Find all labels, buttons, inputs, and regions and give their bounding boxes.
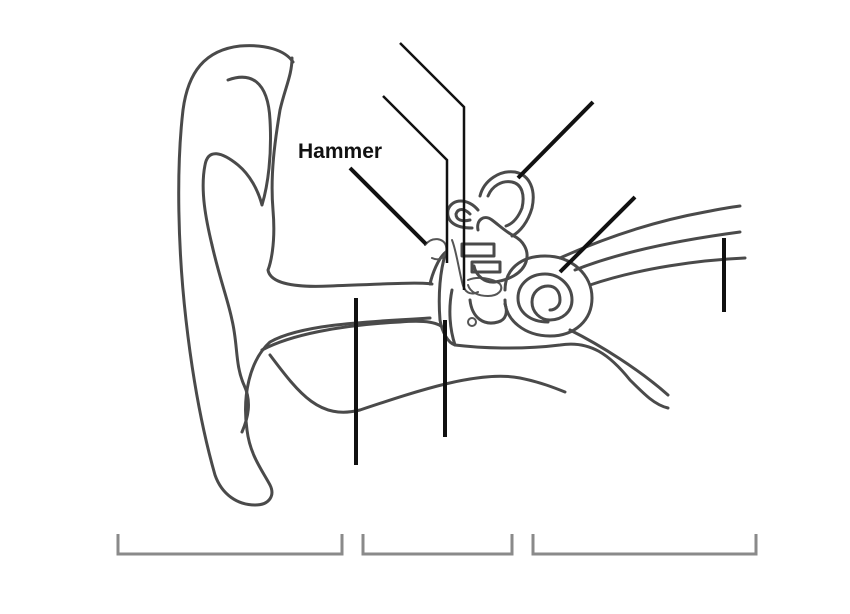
pointer-line-semicircular <box>516 100 595 180</box>
outer-ear <box>177 44 567 507</box>
vestibule <box>472 216 529 284</box>
inner-ear <box>446 170 747 397</box>
cochlea-spiral <box>516 272 574 324</box>
auditory-nerve-lower <box>588 256 747 287</box>
stirrup-bone <box>467 276 503 297</box>
outer-ear-bracket <box>116 534 344 556</box>
cochlea-outer <box>503 254 594 338</box>
semicircular-canal-top <box>478 170 535 238</box>
canal-to-cochlea <box>453 342 670 410</box>
antihelix <box>210 243 250 434</box>
eustachian-tube <box>568 328 670 397</box>
cochlea-base <box>468 298 508 325</box>
auditory-nerve-upper <box>558 204 742 260</box>
pointer-line-second <box>382 95 449 263</box>
helix-inner <box>201 75 273 247</box>
middle-ear-bracket <box>361 534 514 556</box>
round-window <box>467 317 477 327</box>
pinna-outline <box>177 44 432 507</box>
middle-ear <box>424 238 670 410</box>
ear-canal-floor <box>260 319 567 414</box>
hammer-pointer-line <box>348 166 428 246</box>
hammer-label: Hammer <box>298 140 382 163</box>
pinna-inner-fold <box>266 56 434 288</box>
section-brackets <box>116 534 758 556</box>
pointer-lines <box>348 42 726 465</box>
pointer-line-top <box>399 42 466 290</box>
hammer-bone <box>424 238 448 261</box>
inner-ear-bracket <box>531 534 758 556</box>
auditory-nerve-middle <box>573 230 742 272</box>
vestibule-inner <box>460 242 502 274</box>
anvil-bone <box>451 239 479 295</box>
pointer-line-cochlea <box>558 195 637 274</box>
eardrum <box>428 250 457 347</box>
